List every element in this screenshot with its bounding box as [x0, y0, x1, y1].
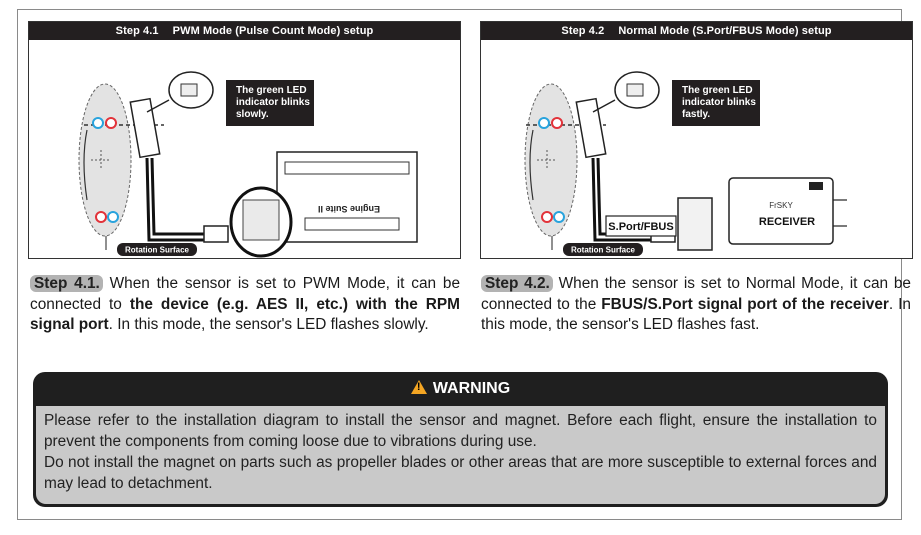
step-4-1-number: Step 4.1 [115, 25, 159, 37]
warning-body: Please refer to the installation diagram… [36, 406, 885, 504]
callout-line-2: indicator blinks [236, 97, 310, 108]
svg-text:Engine Suite II: Engine Suite II [318, 204, 380, 214]
step-4-2-description: Step 4.2. When the sensor is set to Norm… [481, 275, 911, 333]
rpm-sensor [129, 97, 161, 159]
step-badge: Step 4.1. [30, 275, 103, 292]
warning-icon [410, 380, 427, 394]
svg-text:Rotation Surface: Rotation Surface [125, 246, 190, 255]
magnet-n-icon [95, 211, 107, 223]
step-4-2-header: Step 4.2 Normal Mode (S.Port/FBUS Mode) s… [481, 22, 912, 40]
callout-line-3: fastly. [682, 109, 710, 120]
cable-plug [203, 225, 229, 243]
callout-line-1: The green LED [236, 85, 307, 96]
sport-fbus-label [605, 215, 677, 237]
svg-text:S.Port/FBUS: S.Port/FBUS [608, 221, 673, 233]
normal-mode-illustration: The green LED indicator blinks fastly. S… [524, 71, 847, 256]
callout-line-2: indicator blinks [682, 97, 756, 108]
callout-line-3: slowly. [236, 109, 269, 120]
warning-box: WARNING Please refer to the installation… [33, 372, 888, 507]
rpm-sensor [575, 97, 607, 159]
step-4-1-diagram: Step 4.1 PWM Mode (Pulse Count Mode) setu… [28, 21, 461, 259]
step-4-1-description: Step 4.1. When the sensor is set to PWM … [30, 275, 461, 333]
rotation-surface-label [117, 243, 197, 256]
led-callout [672, 80, 760, 126]
callout-line-1: The green LED [682, 85, 753, 96]
pwm-setup-illustration: The green LED indicator blinks slowly. R… [78, 71, 418, 258]
step-badge: Step 4.2. [481, 275, 553, 292]
step-4-2-number: Step 4.2 [561, 25, 605, 37]
step-4-2-diagram: Step 4.2 Normal Mode (S.Port/FBUS Mode) s… [480, 21, 913, 259]
svg-text:Rotation Surface: Rotation Surface [571, 246, 636, 255]
magnet-s-icon [538, 117, 550, 129]
magnet-n-icon [541, 211, 553, 223]
warning-paragraph-2: Do not install the magnet on parts such … [44, 454, 877, 492]
sensor-cable [591, 157, 651, 242]
warning-paragraph-1: Please refer to the installation diagram… [44, 412, 877, 450]
receiver-device [728, 177, 834, 245]
sensor-cable [145, 157, 204, 242]
step-4-1-header: Step 4.1 PWM Mode (Pulse Count Mode) setu… [29, 22, 460, 40]
magnet-s-icon [553, 211, 565, 223]
step-4-1-title: PWM Mode (Pulse Count Mode) setup [172, 25, 374, 37]
magnet-s-icon [107, 211, 119, 223]
brand-logo: FrSKY [769, 201, 793, 210]
step-4-2-title: Normal Mode (S.Port/FBUS Mode) setup [618, 25, 832, 37]
page-frame [17, 9, 902, 520]
led-callout [226, 80, 314, 126]
receiver-port-block [677, 197, 713, 251]
magnet-s-icon [92, 117, 104, 129]
rotation-surface-label [563, 243, 643, 256]
magnet-n-icon [551, 117, 563, 129]
receiver-label: RECEIVER [759, 216, 815, 228]
warning-title: WARNING [33, 372, 888, 406]
magnet-n-icon [105, 117, 117, 129]
